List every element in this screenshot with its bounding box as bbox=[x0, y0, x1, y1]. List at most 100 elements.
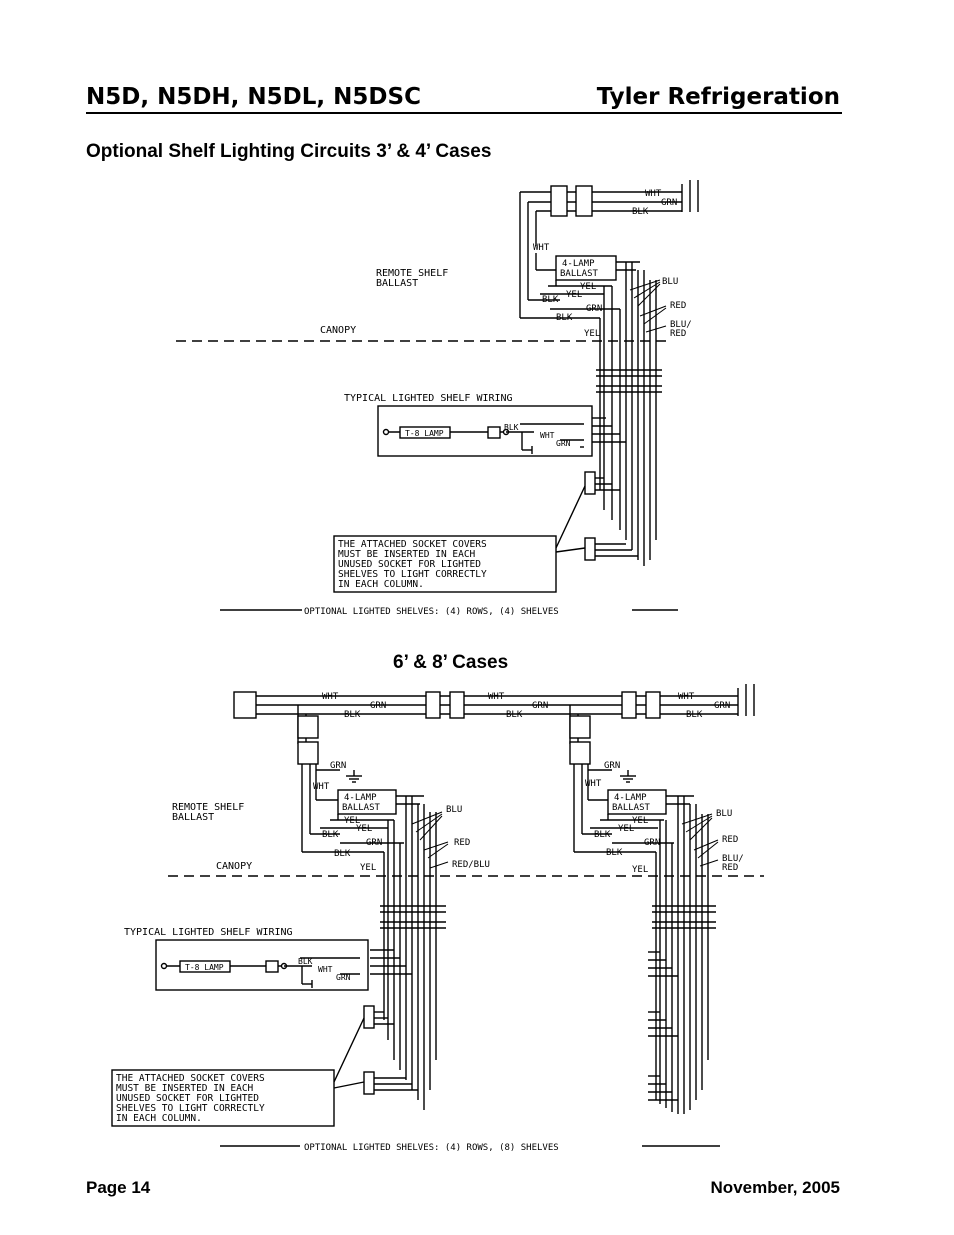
lead-fan-blu-red-right bbox=[681, 813, 719, 867]
wire-label-yel: YEL bbox=[356, 824, 372, 834]
wire-label-blk: BLK bbox=[322, 830, 339, 840]
remote-shelf-ballast-label-2: BALLAST bbox=[376, 278, 418, 289]
note-line-1: THE ATTACHED SOCKET COVERS bbox=[338, 539, 487, 550]
socket-block-upper bbox=[584, 471, 596, 495]
wire-label-blk: BLK bbox=[344, 710, 361, 720]
wire-label-wht: WHT bbox=[678, 692, 695, 702]
wire-label-blu-red: BLU/ bbox=[722, 854, 744, 864]
t8-lamp-label: T-8 LAMP bbox=[185, 963, 224, 972]
wire-label-red: RED bbox=[670, 329, 686, 339]
section-title-6-8-cases: 6’ & 8’ Cases bbox=[393, 652, 509, 673]
ballast-label-line2: BALLAST bbox=[612, 803, 651, 813]
canopy-label: CANOPY bbox=[320, 325, 356, 336]
tap-connector bbox=[297, 715, 319, 739]
wire-label-red: RED bbox=[722, 835, 738, 845]
socket-block-upper bbox=[363, 1005, 375, 1029]
wire-label-red: RED bbox=[454, 838, 470, 848]
wire-label-grn: GRN bbox=[714, 701, 730, 711]
wire-label-blk: BLK bbox=[542, 295, 559, 305]
t8-lamp bbox=[399, 426, 451, 439]
caption-3-4-cases: OPTIONAL LIGHTED SHELVES: (4) ROWS, (4) … bbox=[304, 607, 559, 617]
wire-label-blu-red: BLU/ bbox=[670, 320, 692, 330]
wire-label-wht: WHT bbox=[322, 692, 339, 702]
connector bbox=[575, 185, 593, 217]
connector bbox=[449, 691, 465, 719]
wire-label-blk: BLK bbox=[606, 848, 623, 858]
wire-label-blk: BLK bbox=[504, 423, 519, 432]
wire-label-blu: BLU bbox=[716, 809, 732, 819]
remote-shelf-ballast-label-1: REMOTE SHELF bbox=[172, 802, 244, 813]
caption-6-8-cases: OPTIONAL LIGHTED SHELVES: (4) ROWS, (8) … bbox=[304, 1143, 559, 1153]
connector bbox=[645, 691, 661, 719]
connector bbox=[621, 691, 637, 719]
note-line-3: UNUSED SOCKET FOR LIGHTED bbox=[116, 1093, 259, 1104]
four-lamp-ballast bbox=[337, 789, 397, 815]
ballast-label-line1: 4-LAMP bbox=[344, 793, 377, 803]
wire-label-wht: WHT bbox=[313, 782, 330, 792]
wire-label-grn: GRN bbox=[604, 761, 620, 771]
tap-connector bbox=[569, 741, 591, 765]
ballast-label-line2: BALLAST bbox=[342, 803, 381, 813]
note-line-3: UNUSED SOCKET FOR LIGHTED bbox=[338, 559, 481, 570]
socket-block-lower bbox=[363, 1071, 375, 1095]
note-line-4: SHELVES TO LIGHT CORRECTLY bbox=[116, 1103, 265, 1114]
wire-label-blk: BLK bbox=[594, 830, 611, 840]
wire-label-yel: YEL bbox=[566, 290, 582, 300]
wire-label-grn: GRN bbox=[370, 701, 386, 711]
wire-label-red-blu: RED/BLU bbox=[452, 860, 490, 870]
note-line-1: THE ATTACHED SOCKET COVERS bbox=[116, 1073, 265, 1084]
wire-label-red: RED bbox=[670, 301, 686, 311]
ballast-label-line1: 4-LAMP bbox=[562, 259, 595, 269]
wire-label-grn: GRN bbox=[330, 761, 346, 771]
wire-label-yel: YEL bbox=[584, 329, 600, 339]
wire-label-blk: BLK bbox=[334, 849, 351, 859]
wire-label-grn: GRN bbox=[586, 304, 602, 314]
typical-shelf-wiring-label: TYPICAL LIGHTED SHELF WIRING bbox=[124, 927, 293, 938]
wire-label-blu: BLU bbox=[446, 805, 462, 815]
vertical-harness-right bbox=[648, 796, 716, 1114]
wire-label-blk: BLK bbox=[556, 313, 573, 323]
supply-conductors: WHT GRN BLK bbox=[520, 180, 699, 217]
wiring-diagram-6-8-cases: WHT GRN BLK WHT GRN BLK WHT GRN BLK GRN … bbox=[111, 684, 764, 1153]
header-rule bbox=[86, 112, 842, 114]
wire-label-wht: WHT bbox=[585, 779, 602, 789]
ballast-label-line1: 4-LAMP bbox=[614, 793, 647, 803]
wire-label-yel: YEL bbox=[360, 863, 376, 873]
t8-lamp-label: T-8 LAMP bbox=[405, 429, 444, 438]
tap-connector bbox=[297, 741, 319, 765]
wire-label-wht: WHT bbox=[645, 189, 662, 199]
wire-label-wht: WHT bbox=[488, 692, 505, 702]
wire-label-grn: GRN bbox=[532, 701, 548, 711]
note-line-5: IN EACH COLUMN. bbox=[338, 579, 424, 590]
note-line-4: SHELVES TO LIGHT CORRECTLY bbox=[338, 569, 487, 580]
page-number: Page 14 bbox=[86, 1178, 151, 1197]
note-line-2: MUST BE INSERTED IN EACH bbox=[338, 549, 476, 560]
tap-connector bbox=[569, 715, 591, 739]
socket-block-lower bbox=[584, 537, 596, 561]
wire-label-blu: BLU bbox=[662, 277, 678, 287]
remote-shelf-ballast-label-1: REMOTE SHELF bbox=[376, 268, 448, 279]
model-numbers: N5D, N5DH, N5DL, N5DSC bbox=[86, 84, 421, 110]
socket-cover-note-box bbox=[333, 535, 557, 593]
wire-label-yel: YEL bbox=[580, 282, 596, 292]
typical-shelf-wiring-label: TYPICAL LIGHTED SHELF WIRING bbox=[344, 393, 513, 404]
wire-label-grn: GRN bbox=[661, 198, 677, 208]
four-lamp-ballast bbox=[607, 789, 667, 815]
end-block bbox=[233, 691, 257, 719]
wire-label-wht: WHT bbox=[540, 431, 555, 440]
socket-cover-note-box bbox=[111, 1069, 335, 1127]
note-line-5: IN EACH COLUMN. bbox=[116, 1113, 202, 1124]
wire-label-grn: GRN bbox=[336, 973, 351, 982]
wire-label-wht: WHT bbox=[318, 965, 333, 974]
four-lamp-ballast bbox=[555, 255, 617, 281]
ballast-label-line2: BALLAST bbox=[560, 269, 599, 279]
wire-label-yel: YEL bbox=[344, 816, 360, 826]
wire-label-grn: GRN bbox=[366, 838, 382, 848]
section-title-3-4-cases: Optional Shelf Lighting Circuits 3’ & 4’… bbox=[86, 141, 492, 162]
wire-label-yel: YEL bbox=[632, 865, 648, 875]
supply-conductors: WHT GRN BLK WHT GRN BLK WHT GRN BLK bbox=[233, 684, 755, 720]
wire-label-grn: GRN bbox=[556, 439, 571, 448]
company-name: Tyler Refrigeration bbox=[596, 84, 840, 110]
remote-shelf-ballast-label-2: BALLAST bbox=[172, 812, 214, 823]
canopy-label: CANOPY bbox=[216, 861, 252, 872]
